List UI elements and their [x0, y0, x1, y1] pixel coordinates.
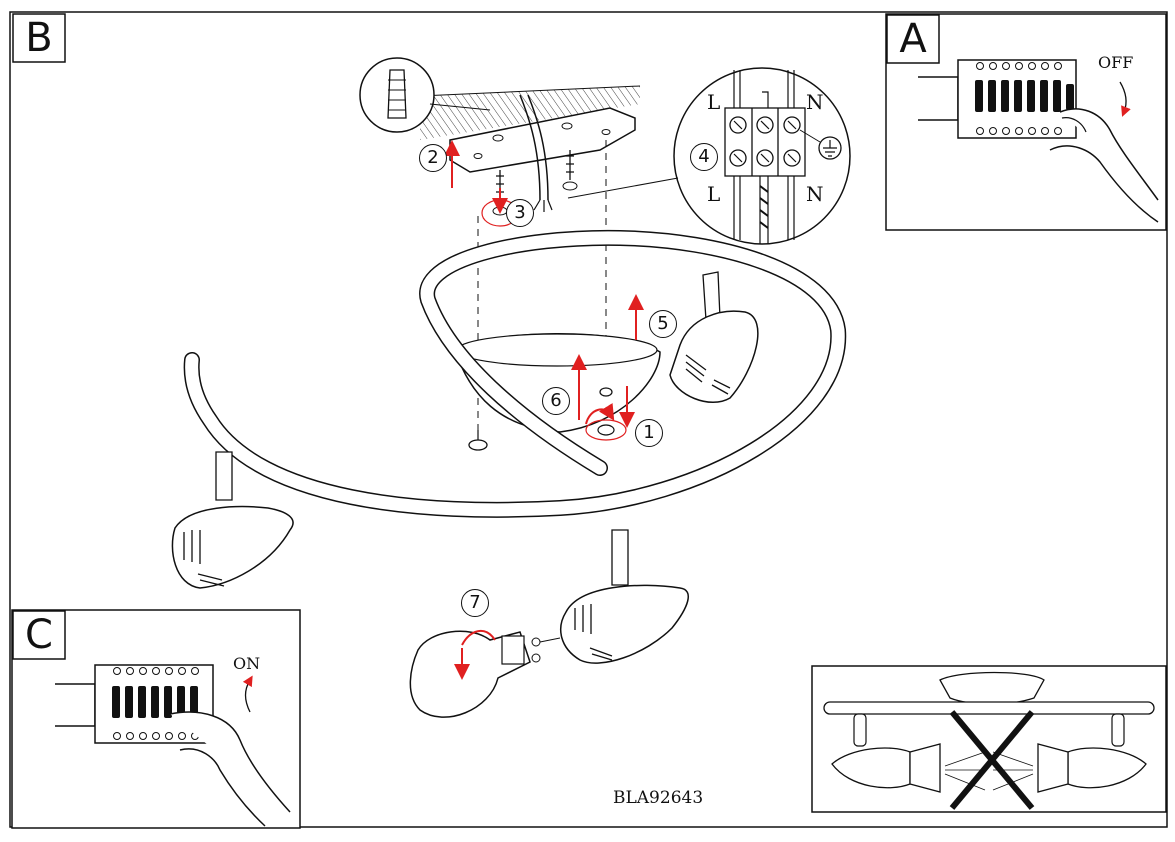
- spotlight-fixture: [171, 229, 847, 718]
- step-number-2: 2: [419, 144, 447, 172]
- step-number-1: 1: [635, 419, 663, 447]
- terminal-label-n-bottom: N: [806, 182, 824, 206]
- switch-on-label: ON: [233, 654, 261, 673]
- step-number-3: 3: [506, 199, 534, 227]
- panel-b-label: B: [25, 15, 53, 61]
- ceiling-bracket: [419, 85, 641, 227]
- panel-b-label-box: [12, 13, 66, 63]
- terminal-label-l-top: L: [707, 90, 721, 114]
- panel-a-label: A: [899, 16, 927, 62]
- outer-border: [9, 11, 1168, 828]
- switch-off-label: OFF: [1098, 53, 1134, 72]
- panel-a-label-box: [886, 14, 940, 64]
- step-number-5: 5: [649, 310, 677, 338]
- panel-c-label: C: [25, 612, 53, 658]
- step-number-7: 7: [461, 589, 489, 617]
- terminal-label-n-top: N: [806, 90, 824, 114]
- model-code: BLA92643: [613, 788, 704, 808]
- panel-a-fusebox: [918, 59, 1159, 223]
- terminal-block-callout: [567, 67, 851, 245]
- step-number-4: 4: [690, 143, 718, 171]
- warning-illustration: [823, 671, 1155, 810]
- panel-c-fusebox: [55, 664, 291, 827]
- terminal-label-l-bottom: L: [707, 182, 721, 206]
- step-number-6: 6: [542, 387, 570, 415]
- wall-plug-callout: [359, 57, 491, 133]
- panel-c-label-box: [12, 610, 66, 660]
